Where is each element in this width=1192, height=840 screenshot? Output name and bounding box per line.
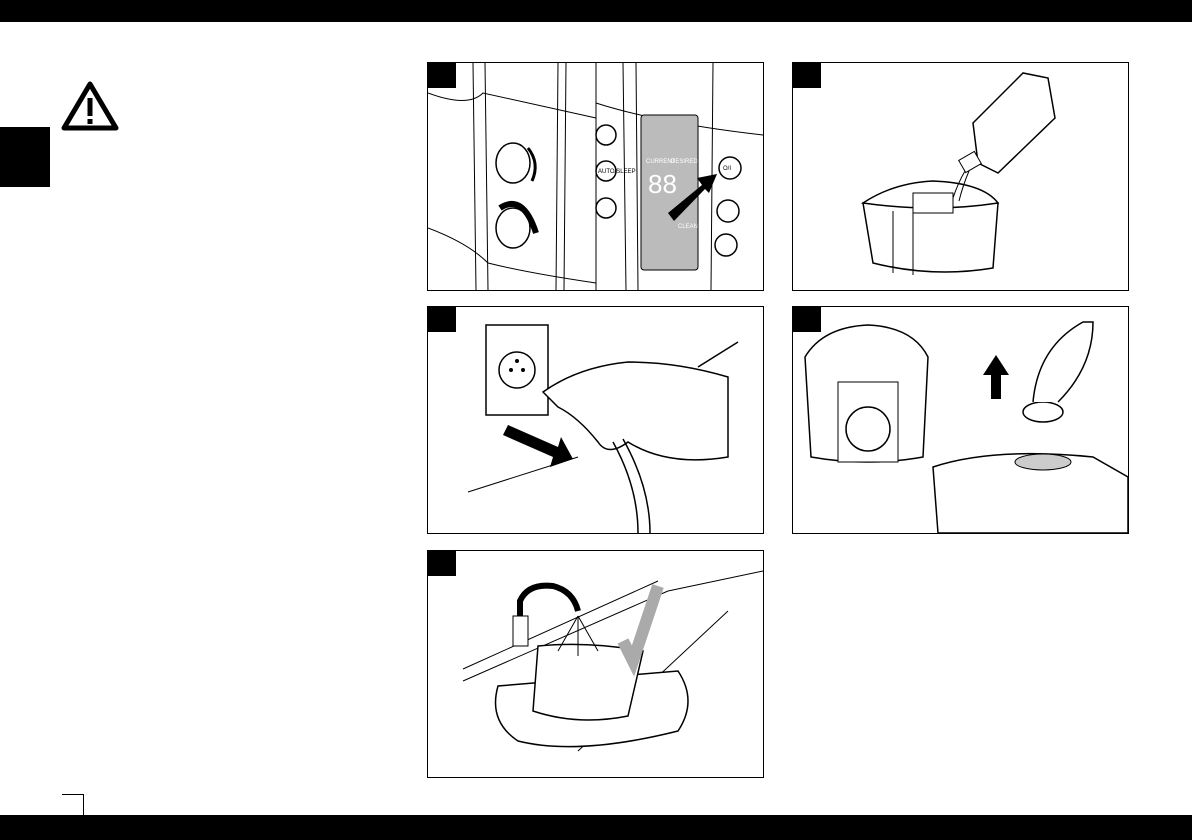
- control-panel-illustration: CURRENT DESIRED 88 CLEAN AUTO/SLEEP O/I: [428, 63, 763, 290]
- figure-number-badge: [793, 307, 821, 332]
- auto-sleep-label: AUTO/SLEEP: [598, 169, 636, 175]
- section-tab: [0, 127, 50, 187]
- display-digits: 88: [648, 169, 677, 199]
- current-label: CURRENT: [646, 159, 676, 165]
- figure-number-badge: [793, 63, 821, 88]
- arrow-up-icon: [983, 355, 1009, 399]
- arrow-icon: [503, 425, 573, 467]
- figure-b-pour-liquid: [792, 62, 1129, 291]
- power-button-label: O/I: [723, 166, 731, 172]
- figure-c-unplug: [427, 306, 764, 534]
- figure-a-controls: CURRENT DESIRED 88 CLEAN AUTO/SLEEP O/I: [427, 62, 764, 291]
- figure-d-remove-cap: [792, 306, 1129, 534]
- page-corner-mark: [62, 794, 84, 816]
- figure-e-rinse: [427, 550, 764, 778]
- figure-number-badge: [428, 307, 456, 332]
- bottom-bar: [0, 815, 1192, 840]
- unplug-illustration: [467, 324, 739, 533]
- desired-label: DESIRED: [671, 159, 698, 165]
- arrow-icon: [668, 174, 717, 221]
- figure-number-badge: [428, 63, 456, 88]
- remove-cap-illustration: [804, 321, 1128, 533]
- clean-label: CLEAN: [678, 224, 698, 230]
- rinse-illustration: [462, 570, 763, 752]
- warning-icon: [61, 81, 119, 131]
- figure-number-badge: [428, 551, 456, 576]
- top-bar: [0, 0, 1192, 22]
- pour-illustration: [860, 72, 1056, 275]
